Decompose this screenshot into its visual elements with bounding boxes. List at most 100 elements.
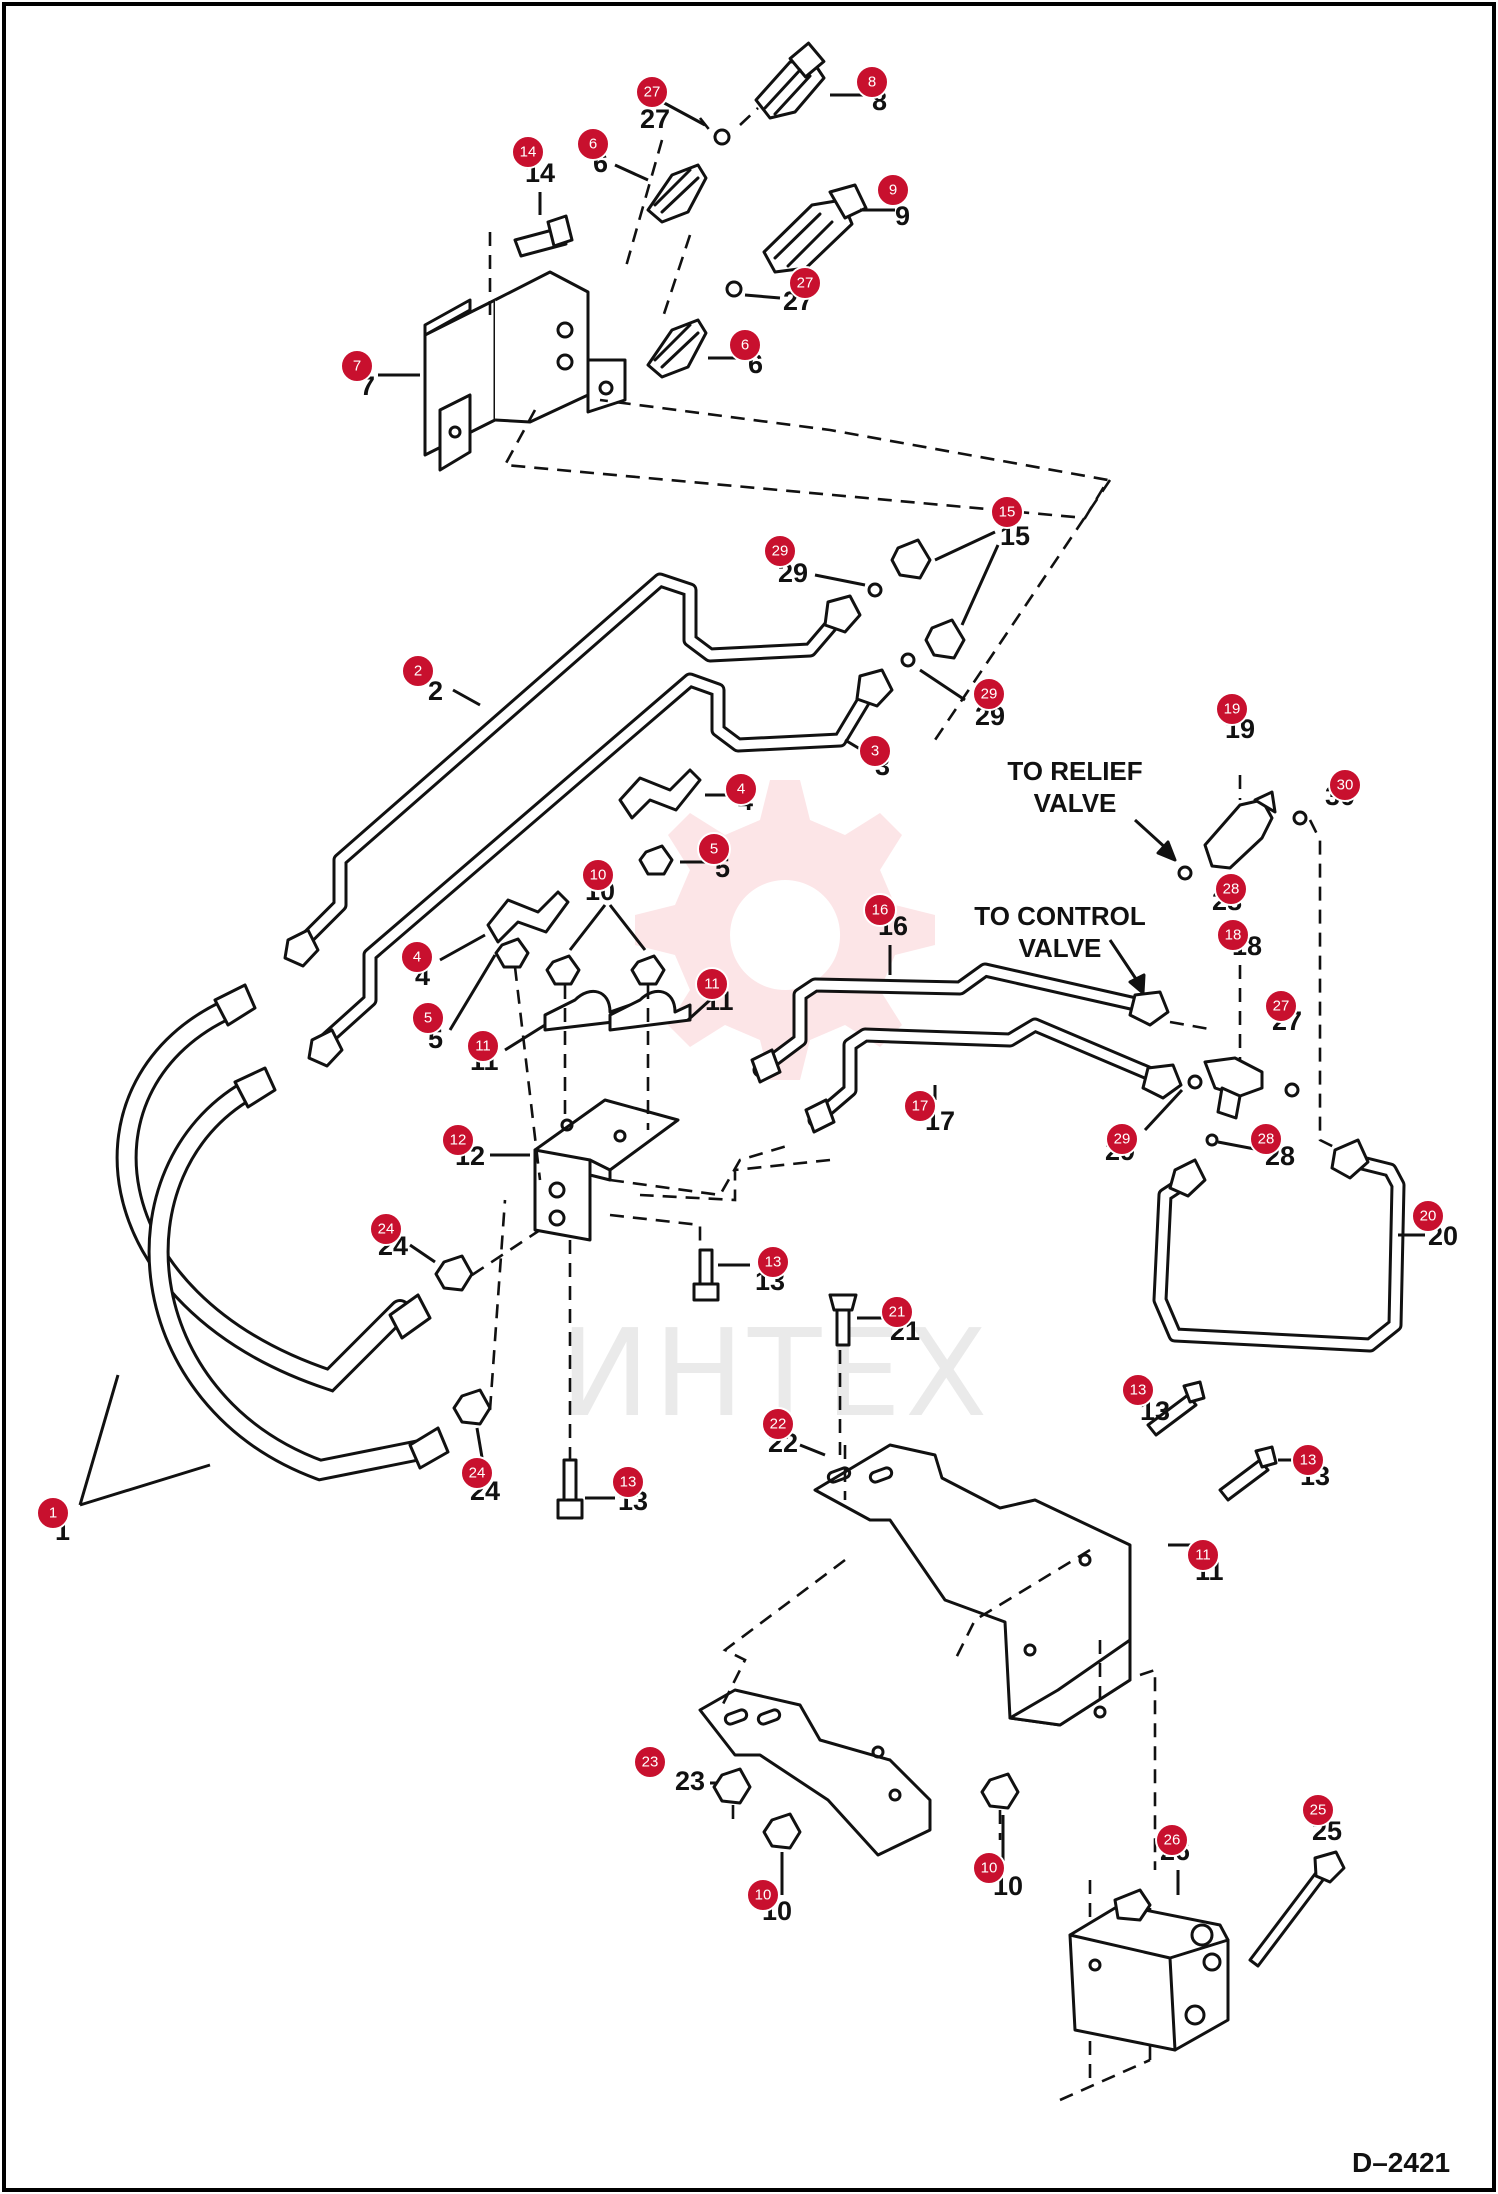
callout-4[interactable]: 4 — [724, 772, 758, 806]
screw-13-right-upper — [1146, 1380, 1206, 1437]
callout-3[interactable]: 3 — [858, 734, 892, 768]
svg-text:29: 29 — [981, 686, 998, 703]
svg-text:15: 15 — [999, 504, 1016, 521]
svg-text:27: 27 — [797, 275, 814, 292]
callout-13[interactable]: 13 — [756, 1245, 790, 1279]
bolt-25 — [1248, 1850, 1346, 1968]
callout-18[interactable]: 18 — [1216, 918, 1250, 952]
callout-12[interactable]: 12 — [441, 1123, 475, 1157]
svg-text:28: 28 — [1258, 1131, 1275, 1148]
o-ring-27-mid — [725, 280, 743, 298]
callout-28[interactable]: 28 — [1214, 872, 1248, 906]
callout-11[interactable]: 11 — [466, 1029, 500, 1063]
callout-10[interactable]: 10 — [972, 1851, 1006, 1885]
nut-24-upper — [434, 1254, 474, 1292]
callout-26[interactable]: 26 — [1155, 1823, 1189, 1857]
svg-text:11: 11 — [475, 1038, 491, 1055]
relief-valve-26 — [1068, 1888, 1230, 2052]
svg-text:23: 23 — [642, 1754, 659, 1771]
callout-27[interactable]: 27 — [635, 75, 669, 109]
callout-24[interactable]: 24 — [460, 1456, 494, 1490]
screw-13-right-lower — [1218, 1445, 1278, 1502]
callout-19[interactable]: 19 — [1215, 692, 1249, 726]
callout-6[interactable]: 6 — [728, 328, 762, 362]
svg-text:8: 8 — [868, 74, 876, 91]
callout-4[interactable]: 4 — [400, 940, 434, 974]
callout-5[interactable]: 5 — [411, 1001, 445, 1035]
screw-13-lower — [556, 1458, 584, 1520]
svg-text:29: 29 — [772, 543, 789, 560]
callout-6[interactable]: 6 — [576, 127, 610, 161]
clamp-11-pair — [543, 989, 692, 1032]
svg-text:5: 5 — [424, 1010, 432, 1027]
svg-text:11: 11 — [1195, 1547, 1211, 1564]
relief-valve-note: TO RELIEF VALVE — [1007, 756, 1177, 862]
callout-29[interactable]: 29 — [763, 534, 797, 568]
label-2: 2 — [428, 676, 443, 706]
nut-23 — [712, 1767, 752, 1805]
callout-17[interactable]: 17 — [903, 1089, 937, 1123]
svg-text:13: 13 — [765, 1254, 782, 1271]
callout-8[interactable]: 8 — [855, 65, 889, 99]
callout-24[interactable]: 24 — [369, 1212, 403, 1246]
callout-14[interactable]: 14 — [511, 135, 545, 169]
callout-27[interactable]: 27 — [788, 266, 822, 300]
nut-5-lower — [494, 937, 530, 969]
tube-3 — [312, 672, 878, 1053]
nut-10-bottom-right — [980, 1772, 1020, 1810]
svg-text:22: 22 — [770, 1416, 787, 1433]
hose-assembly-1 — [115, 997, 431, 1482]
callout-15[interactable]: 15 — [990, 495, 1024, 529]
svg-text:6: 6 — [589, 136, 597, 153]
callout-20[interactable]: 20 — [1411, 1199, 1445, 1233]
callout-10[interactable]: 10 — [746, 1878, 780, 1912]
callout-25[interactable]: 25 — [1301, 1793, 1335, 1827]
callout-5[interactable]: 5 — [697, 832, 731, 866]
callout-21[interactable]: 21 — [880, 1295, 914, 1329]
callout-13[interactable]: 13 — [611, 1465, 645, 1499]
nut-15-lower — [924, 618, 966, 660]
svg-text:TO RELIEF: TO RELIEF — [1007, 756, 1142, 786]
o-ring-29-upper — [867, 582, 883, 598]
svg-text:24: 24 — [469, 1465, 486, 1482]
callout-29[interactable]: 29 — [1105, 1122, 1139, 1156]
callout-23[interactable]: 23 — [633, 1745, 667, 1779]
clamp-4-lower — [486, 890, 570, 944]
callout-1[interactable]: 1 — [36, 1496, 70, 1530]
callout-29[interactable]: 29 — [972, 677, 1006, 711]
label-23: 23 — [675, 1766, 705, 1796]
callout-11[interactable]: 11 — [1186, 1538, 1220, 1572]
label-9: 9 — [895, 201, 910, 231]
svg-text:TO CONTROL: TO CONTROL — [974, 901, 1146, 931]
nut-10-bottom-left — [762, 1812, 802, 1850]
svg-text:25: 25 — [1310, 1802, 1327, 1819]
callout-13[interactable]: 13 — [1291, 1443, 1325, 1477]
svg-text:14: 14 — [520, 144, 537, 161]
callout-7[interactable]: 7 — [340, 349, 374, 383]
svg-text:12: 12 — [450, 1132, 467, 1149]
callout-22[interactable]: 22 — [761, 1407, 795, 1441]
callout-10[interactable]: 10 — [581, 858, 615, 892]
callout-30[interactable]: 30 — [1328, 768, 1362, 802]
callout-11[interactable]: 11 — [695, 967, 729, 1001]
tube-16 — [752, 962, 1148, 1078]
valve-mount-bracket-22 — [698, 1443, 1132, 1857]
svg-text:4: 4 — [737, 781, 745, 798]
callout-27[interactable]: 27 — [1264, 989, 1298, 1023]
svg-text:27: 27 — [1273, 998, 1290, 1015]
callout-16[interactable]: 16 — [863, 893, 897, 927]
callout-2[interactable]: 2 — [401, 654, 435, 688]
svg-text:2: 2 — [414, 663, 422, 680]
adapter-6-lower — [646, 318, 708, 379]
coupler-bracket-7 — [423, 270, 627, 472]
elbow-fitting-19 — [1203, 790, 1277, 870]
callout-13[interactable]: 13 — [1121, 1373, 1155, 1407]
callout-28[interactable]: 28 — [1249, 1122, 1283, 1156]
label-27-top: 27 — [640, 104, 670, 134]
callout-markers: 27 8 14 6 9 27 6 7 15 29 2 29 3 19 30 4 … — [36, 65, 1445, 1912]
mounting-bracket-12 — [533, 1098, 680, 1242]
callout-9[interactable]: 9 — [876, 173, 910, 207]
svg-text:VALVE: VALVE — [1019, 933, 1102, 963]
nut-24-lower — [452, 1388, 492, 1426]
